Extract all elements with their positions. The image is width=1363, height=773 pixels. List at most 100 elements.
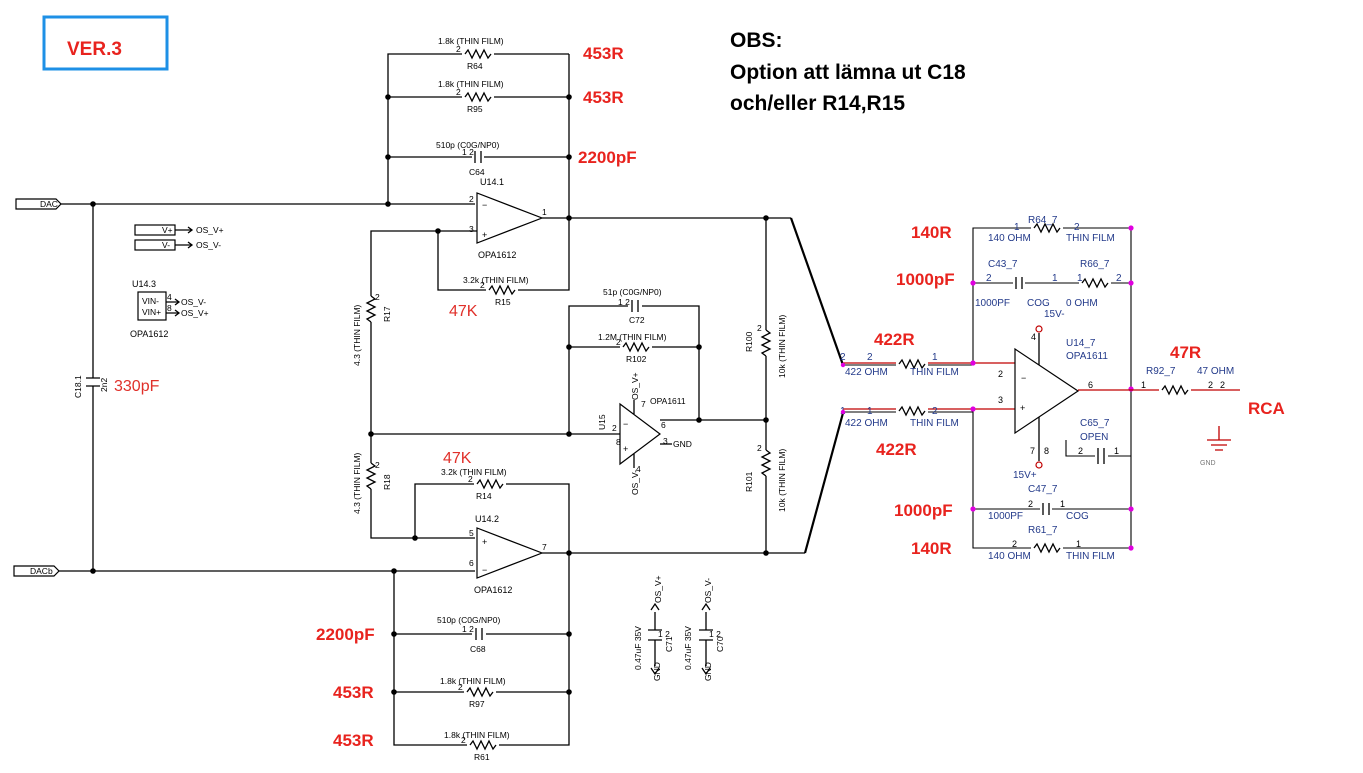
svg-text:140 OHM: 140 OHM bbox=[988, 551, 1031, 562]
svg-text:1.8k (THIN FILM): 1.8k (THIN FILM) bbox=[438, 79, 504, 89]
c18-annotation: 330pF bbox=[114, 378, 160, 395]
resistor-r66-7: R66_7 1 2 0 OHM bbox=[1066, 259, 1122, 309]
svg-text:2: 2 bbox=[456, 87, 461, 97]
capacitor-c65-7: C65_7 OPEN 2 1 bbox=[1078, 418, 1119, 464]
svg-text:R102: R102 bbox=[626, 354, 647, 364]
capacitor-c64: 510p (C0G/NP0) 1 2 C64 bbox=[436, 140, 499, 177]
svg-text:OS_V+: OS_V+ bbox=[181, 308, 209, 318]
r61-7-annotation: 140R bbox=[911, 539, 952, 558]
svg-text:2: 2 bbox=[932, 406, 938, 417]
svg-text:15V+: 15V+ bbox=[1013, 470, 1037, 481]
u14-3-power-block: U14.3 VIN- VIN+ 4 8 OS_V- OS_V+ OPA1612 bbox=[130, 279, 209, 339]
svg-text:GND: GND bbox=[673, 439, 692, 449]
svg-text:C43_7: C43_7 bbox=[988, 259, 1018, 270]
svg-text:OS_V+: OS_V+ bbox=[196, 225, 224, 235]
svg-text:2: 2 bbox=[1078, 446, 1083, 456]
svg-text:2: 2 bbox=[1074, 222, 1080, 233]
svg-text:2: 2 bbox=[480, 280, 485, 290]
svg-text:3: 3 bbox=[469, 224, 474, 234]
svg-text:7: 7 bbox=[641, 399, 646, 409]
svg-text:+: + bbox=[482, 230, 487, 240]
version-box bbox=[42, 15, 169, 71]
port-dacb: DACb bbox=[13, 565, 60, 577]
resistor-r95: 1.8k (THIN FILM) 2 R95 bbox=[438, 79, 504, 114]
output-label: RCA bbox=[1248, 399, 1285, 418]
svg-text:+: + bbox=[623, 444, 628, 454]
svg-text:GND: GND bbox=[652, 662, 662, 681]
svg-text:1 2: 1 2 bbox=[462, 624, 474, 634]
svg-text:THIN FILM: THIN FILM bbox=[1066, 233, 1115, 244]
svg-text:1: 1 bbox=[1141, 380, 1146, 390]
svg-text:3.2k (THIN FILM): 3.2k (THIN FILM) bbox=[463, 275, 529, 285]
svg-text:DACb: DACb bbox=[30, 566, 53, 576]
svg-text:10k (THIN FILM): 10k (THIN FILM) bbox=[777, 449, 787, 512]
r95-annotation: 453R bbox=[583, 88, 624, 107]
resistor-r100: R100 10k (THIN FILM) 2 bbox=[744, 315, 787, 378]
port-dac: DAC bbox=[15, 198, 62, 210]
port-vplus: V+ OS_V+ bbox=[134, 224, 224, 236]
svg-text:VIN+: VIN+ bbox=[142, 307, 161, 317]
svg-text:THIN FILM: THIN FILM bbox=[910, 367, 959, 378]
svg-text:−: − bbox=[482, 200, 487, 210]
svg-text:1 2: 1 2 bbox=[709, 629, 721, 639]
link-bottom bbox=[803, 412, 845, 554]
svg-text:10k (THIN FILM): 10k (THIN FILM) bbox=[777, 315, 787, 378]
r92-7-annotation: 47R bbox=[1170, 343, 1201, 362]
r64-7-annotation: 140R bbox=[911, 223, 952, 242]
resistor-in1: 2 1 422 OHM THIN FILM 2 bbox=[840, 352, 959, 378]
svg-text:COG: COG bbox=[1066, 511, 1089, 522]
svg-text:2: 2 bbox=[612, 423, 617, 433]
svg-text:1.8k (THIN FILM): 1.8k (THIN FILM) bbox=[438, 36, 504, 46]
capacitor-c68: 510p (C0G/NP0) 1 2 C68 bbox=[437, 615, 500, 654]
rin1-annotation: 422R bbox=[874, 330, 915, 349]
c43-7-annotation: 1000pF bbox=[896, 270, 955, 289]
svg-text:2: 2 bbox=[461, 735, 466, 745]
svg-text:−: − bbox=[482, 565, 487, 575]
svg-text:51p (C0G/NP0): 51p (C0G/NP0) bbox=[603, 287, 662, 297]
svg-text:OPA1612: OPA1612 bbox=[474, 585, 512, 595]
r64-annotation: 453R bbox=[583, 44, 624, 63]
svg-text:U14.3: U14.3 bbox=[132, 279, 156, 289]
svg-text:2: 2 bbox=[468, 474, 473, 484]
svg-text:1.8k (THIN FILM): 1.8k (THIN FILM) bbox=[444, 730, 510, 740]
svg-text:5: 5 bbox=[469, 528, 474, 538]
svg-text:OS_V-: OS_V- bbox=[181, 297, 206, 307]
opamp-u14-2: + − 5 6 7 U14.2 OPA1612 bbox=[469, 514, 547, 595]
svg-text:2: 2 bbox=[1208, 380, 1213, 390]
port-vminus: V- OS_V- bbox=[134, 239, 221, 251]
svg-text:422 OHM: 422 OHM bbox=[845, 418, 888, 429]
resistor-r61: 1.8k (THIN FILM) 2 R61 bbox=[444, 730, 510, 762]
svg-text:1.2M (THIN FILM): 1.2M (THIN FILM) bbox=[598, 332, 667, 342]
svg-text:R97: R97 bbox=[469, 699, 485, 709]
svg-text:3: 3 bbox=[663, 436, 668, 446]
resistor-r17: 4.3 (THIN FILM) R17 2 bbox=[352, 292, 392, 366]
svg-text:3.2k (THIN FILM): 3.2k (THIN FILM) bbox=[441, 467, 507, 477]
svg-text:2: 2 bbox=[1028, 499, 1033, 509]
svg-text:U15: U15 bbox=[597, 414, 607, 430]
svg-text:+: + bbox=[482, 537, 487, 547]
svg-text:2: 2 bbox=[456, 44, 461, 54]
svg-text:C71: C71 bbox=[664, 636, 674, 652]
svg-text:510p (C0G/NP0): 510p (C0G/NP0) bbox=[437, 615, 500, 625]
svg-text:4.3 (THIN FILM): 4.3 (THIN FILM) bbox=[352, 304, 362, 366]
version-label: VER.3 bbox=[67, 39, 122, 60]
svg-text:3: 3 bbox=[998, 395, 1003, 405]
svg-text:OS_V+: OS_V+ bbox=[653, 575, 663, 603]
svg-text:R64: R64 bbox=[467, 61, 483, 71]
svg-text:THIN FILM: THIN FILM bbox=[910, 418, 959, 429]
svg-text:510p (C0G/NP0): 510p (C0G/NP0) bbox=[436, 140, 499, 150]
svg-text:1: 1 bbox=[1077, 273, 1083, 284]
svg-text:VIN-: VIN- bbox=[142, 296, 159, 306]
resistor-r15: 3.2k (THIN FILM) 2 R15 bbox=[463, 275, 529, 307]
svg-text:U14.1: U14.1 bbox=[480, 177, 504, 187]
resistor-r101: R101 10k (THIN FILM) 2 bbox=[744, 443, 787, 512]
c18-ref: C18.1 bbox=[73, 375, 83, 398]
opamp-u14-7: − + 15V- 15V+ U14_7 OPA1611 2 3 6 4 7 8 bbox=[998, 309, 1108, 481]
svg-text:OS_V-: OS_V- bbox=[630, 470, 640, 495]
svg-text:2: 2 bbox=[1012, 539, 1017, 549]
svg-text:GND: GND bbox=[1200, 460, 1216, 467]
svg-text:4.3 (THIN FILM): 4.3 (THIN FILM) bbox=[352, 452, 362, 514]
svg-text:0 OHM: 0 OHM bbox=[1066, 298, 1098, 309]
svg-text:2: 2 bbox=[375, 292, 380, 302]
